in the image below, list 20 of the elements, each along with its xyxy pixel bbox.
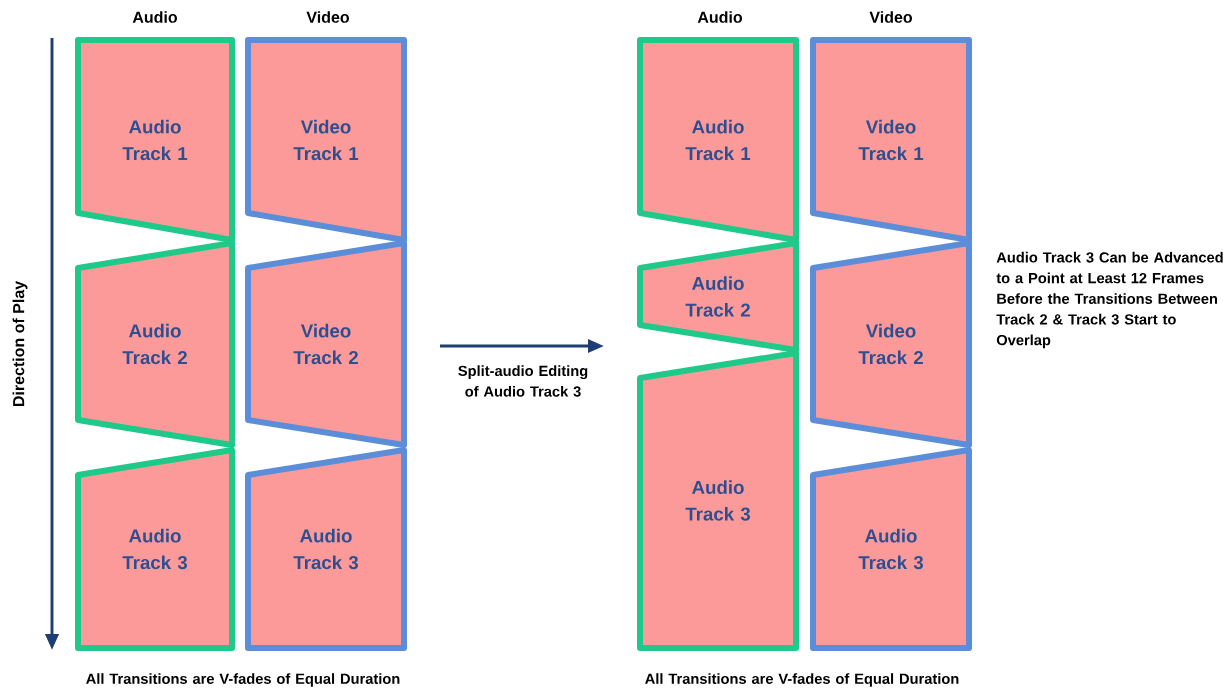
track-block: Video Track 1 xyxy=(245,37,407,243)
column-heading: Video xyxy=(306,11,349,23)
track-block: Video Track 1 xyxy=(810,37,972,243)
column-heading: Audio xyxy=(132,11,178,23)
track-block: Audio Track 1 xyxy=(637,37,799,243)
track-block: Audio Track 3 xyxy=(245,447,407,651)
axis-title: Direction of Play xyxy=(12,281,28,407)
note-text: Audio Track 3 Can be Advanced to a Point at Least 12 Frames Before the Transitions Between Track 2 & Track 3 Start to Overlap xyxy=(996,251,1223,349)
track-block: Video Track 2 xyxy=(810,240,972,448)
track-block: Video Track 2 xyxy=(245,240,407,448)
caption-text: All Transitions are V-fades of Equal Duration xyxy=(86,673,400,687)
caption-text: All Transitions are V-fades of Equal Duration xyxy=(645,673,959,687)
track-block: Audio Track 2 xyxy=(637,240,799,353)
track-block: Audio Track 1 xyxy=(75,37,235,243)
track-block: Audio Track 2 xyxy=(75,240,235,448)
track-block: Audio Track 3 xyxy=(810,447,972,651)
track-block: Audio Track 3 xyxy=(75,447,235,651)
arrow-caption: Split-audio Editing of Audio Track 3 xyxy=(458,365,588,397)
column-heading: Audio xyxy=(697,11,743,23)
column-heading: Video xyxy=(869,11,912,23)
